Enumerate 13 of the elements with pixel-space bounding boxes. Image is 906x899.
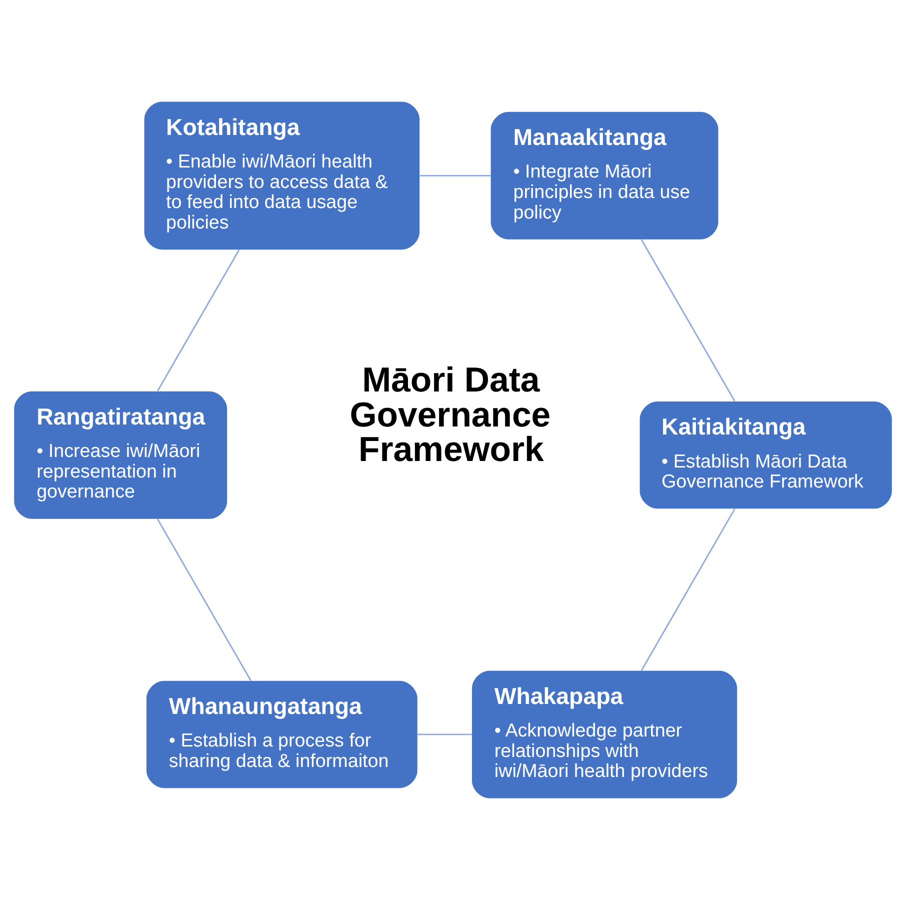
connector bbox=[420, 174, 491, 176]
connector bbox=[640, 508, 736, 670]
node-box: Whanaungatanga • Establish a process for sharing data & informaiton bbox=[146, 680, 418, 788]
node-box: Rangatiratanga • Increase iwi/Māori representation in governance bbox=[14, 390, 228, 518]
connector bbox=[156, 518, 252, 680]
connector bbox=[156, 249, 240, 391]
node-box: Whakapapa • Acknowledge partner relationships with iwi/Māori health providers bbox=[472, 670, 738, 798]
connector bbox=[418, 733, 472, 735]
node-box: Kotahitanga • Enable iwi/Māori health providers to access data & to feed into data usage policies bbox=[144, 101, 420, 250]
connector bbox=[640, 238, 736, 401]
node-box: Kaitiakitanga • Establish Māori Data Governance Framework bbox=[640, 400, 892, 508]
node-box: Manaakitanga • Integrate Māori principles in data use policy bbox=[490, 111, 718, 239]
label: Māori Data Governance Framework bbox=[350, 361, 551, 469]
